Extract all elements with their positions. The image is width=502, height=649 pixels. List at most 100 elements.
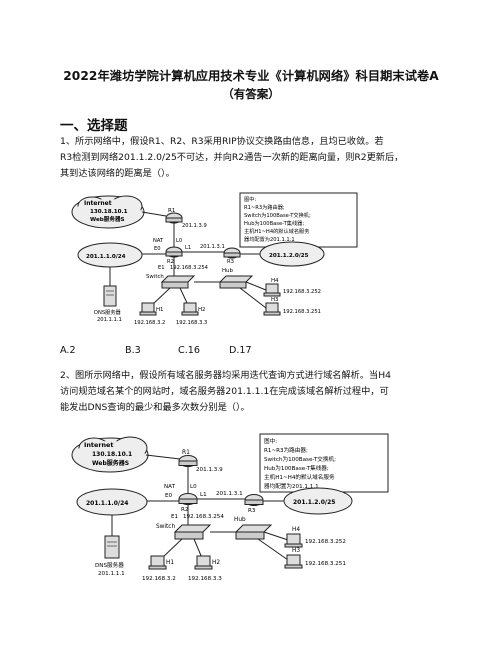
computer-icon-h3-fig2 — [284, 554, 303, 569]
router-icon-r1-fig2 — [178, 455, 198, 467]
hub-fig2-label: Hub — [234, 517, 246, 523]
r1-fig2-label: R1 — [182, 449, 190, 456]
e0-fig2-label: E0 — [165, 493, 173, 499]
h1-ip-label: 192.168.3.2 — [134, 320, 165, 326]
hub-icon-fig2 — [234, 524, 273, 540]
computer-icon-h4-fig2 — [284, 533, 303, 548]
net1-fig2-label: 201.1.1.0/24 — [86, 500, 128, 507]
switch-icon-fig2 — [173, 524, 212, 540]
computer-icon-h4 — [263, 283, 281, 297]
h1-label: H1 — [156, 307, 163, 313]
note2-line-1: 图中: — [264, 437, 277, 445]
h3-ip-label: 192.168.3.251 — [283, 309, 321, 315]
nat-fig2-label: NAT — [164, 484, 176, 490]
option-d: D.17 — [229, 345, 252, 356]
network-figure-2: 图中: R1~R3为路由器; Switch为100Base-T交换机; Hub为… — [71, 433, 389, 582]
l1-label: L1 — [185, 245, 191, 251]
r1-ip-fig2-label: 201.1.3.9 — [196, 467, 223, 473]
router-icon-r3 — [223, 247, 241, 259]
dns-server-icon — [103, 285, 117, 307]
dns-ip-fig2-label: 201.1.1.1 — [98, 571, 125, 577]
r2-label: R2 — [167, 259, 174, 265]
h2-ip-label: 192.168.3.3 — [176, 320, 207, 326]
question-2-line-1: 2、图所示网络中，假设所有域名服务器均采用迭代查询方式进行域名解析。当H4 — [60, 370, 391, 381]
router-icon-r1 — [165, 212, 183, 224]
page-subtitle: （有答案） — [222, 87, 280, 101]
nat-label: NAT — [153, 238, 164, 244]
note-line-1: 图中: — [244, 195, 256, 203]
internet-cloud-icon — [71, 195, 145, 229]
r2-fig2-label: R2 — [181, 507, 188, 513]
note-line-5: 主机H1~H4的默认域名服务 — [244, 227, 309, 235]
internet-cloud-icon-2 — [71, 436, 149, 473]
network-cloud-icon-2 — [259, 241, 325, 267]
router-icon-r2 — [165, 246, 183, 258]
question-2-line-3: 能发出DNS查询的最少和最多次数分别是（）。 — [60, 402, 250, 413]
h4-fig2-label: H4 — [292, 527, 300, 533]
computer-icon-h2-fig2 — [194, 555, 213, 570]
l0-label: L0 — [176, 238, 182, 244]
h3-fig2-label: H3 — [292, 548, 300, 554]
section-heading: 一、选择题 — [60, 118, 128, 134]
h3-ip-fig2-label: 192.168.3.251 — [305, 561, 346, 567]
question-1-text: 1、所示网络中，假设R1、R2、R3采用RIP协议交换路由信息，且均已收敛。若 … — [60, 134, 470, 182]
internet2-label: Internet — [84, 441, 113, 449]
computer-icon-h3 — [263, 302, 281, 316]
h4-ip-label: 192.168.3.252 — [283, 289, 321, 295]
internet2-ip-label: 130.18.10.1 — [92, 451, 132, 458]
hub-icon — [218, 275, 254, 289]
e0-label: E0 — [154, 246, 161, 252]
switch-fig2-label: Switch — [156, 524, 175, 530]
e1-fig2-label: E1 — [171, 514, 179, 520]
question-2-line-2: 访问规范域名某个的网站时，域名服务器201.1.1.1在完成该域名解析过程中，可 — [60, 386, 389, 397]
question-1-line-3: 其到达该网络的距离是（）。 — [60, 168, 175, 179]
e1-label: E1 — [158, 265, 165, 271]
network-cloud-icon-2-fig2 — [283, 487, 353, 515]
h1-fig2-label: H1 — [166, 560, 174, 566]
option-a: A.2 — [60, 345, 76, 356]
e1-ip-label: 192.168.3.254 — [170, 265, 209, 271]
note2-line-3: Switch为100Base-T交换机; — [264, 455, 336, 463]
note-line-2: R1~R3为路由器; — [244, 203, 285, 211]
network-diagram-2: 图中: R1~R3为路由器; Switch为100Base-T交换机; Hub为… — [71, 433, 389, 582]
option-b: B.3 — [125, 345, 141, 356]
computer-icon-h2 — [181, 302, 199, 316]
link-ip-fig2-label: 201.1.3.1 — [216, 491, 243, 497]
switch-icon — [160, 275, 196, 289]
note2-line-5: 主机H1~H4的默认域名服务 — [264, 473, 335, 481]
h2-fig2-label: H2 — [212, 560, 220, 566]
router-icon-r3-fig2 — [244, 494, 264, 506]
dns-fig2-label: DNS服务器 — [95, 561, 124, 569]
net2-label: 201.1.2.0/25 — [269, 253, 309, 259]
h4-label: H4 — [271, 278, 279, 284]
link-ip-label: 201.1.3.1 — [200, 244, 225, 250]
network-diagram: 图中: R1~R3为路由器; Switch为100Base-T交换机; Hub为… — [71, 192, 358, 326]
h2-label: H2 — [198, 307, 205, 313]
l1-fig2-label: L1 — [200, 492, 207, 498]
dns-label: DNS服务器 — [94, 308, 122, 316]
note-line-4: Hub为100Base-T集线器; — [244, 219, 304, 227]
l0-fig2-label: L0 — [190, 484, 197, 490]
net2-fig2-label: 201.1.2.0/25 — [293, 499, 335, 506]
r1-label: R1 — [168, 208, 176, 214]
r1-ip-label: 201.1.3.9 — [182, 223, 207, 229]
web-server2-label: Web服务器S — [92, 459, 129, 467]
r3-label: R3 — [227, 259, 234, 265]
option-c: C.16 — [178, 345, 200, 356]
internet-label: Internet — [84, 200, 112, 207]
question-1-line-1: 1、所示网络中，假设R1、R2、R3采用RIP协议交换路由信息，且均已收敛。若 — [60, 136, 384, 147]
web-server-label: Web服务器S — [90, 215, 125, 223]
net1-label: 201.1.1.0/24 — [86, 254, 126, 260]
hub-label: Hub — [222, 268, 233, 274]
h4-ip-fig2-label: 192.168.3.252 — [305, 539, 346, 545]
page-title: 2022年潍坊学院计算机应用技术专业《计算机网络》科目期末试卷A — [63, 69, 439, 83]
switch-label: Switch — [146, 274, 164, 280]
dns-ip-label: 201.1.1.1 — [97, 317, 122, 323]
note2-line-6: 器均配置为201.1.1.1 — [264, 482, 319, 490]
note-line-3: Switch为100Base-T交换机; — [244, 211, 311, 219]
network-figure-1: 图中: R1~R3为路由器; Switch为100Base-T交换机; Hub为… — [71, 192, 358, 326]
computer-icon-h1 — [139, 302, 157, 316]
question-1-line-2: R3检测到网络201.1.2.0/25不可达，并向R2通告一次新的距离向量，则R… — [60, 152, 404, 163]
note2-line-4: Hub为100Base-T集线器; — [264, 464, 329, 472]
